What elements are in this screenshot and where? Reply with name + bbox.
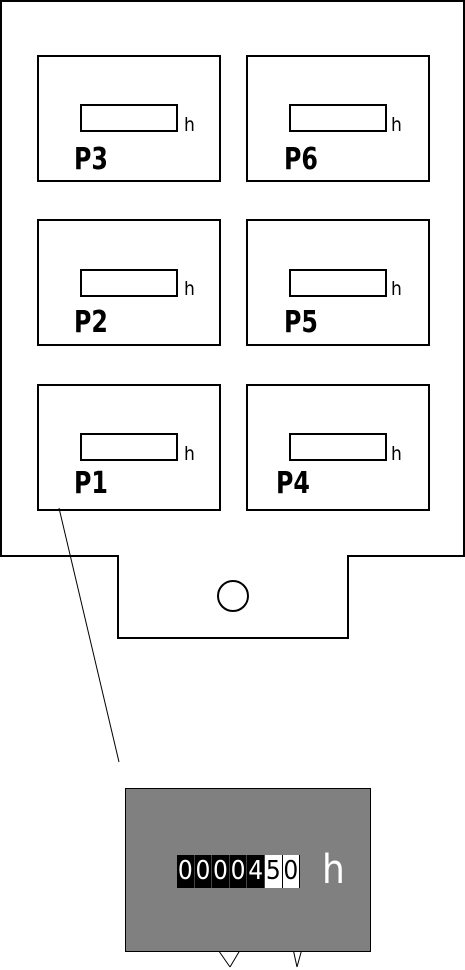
counter-digit-fraction: 5 bbox=[265, 855, 283, 888]
counter-digit-fraction: 0 bbox=[283, 855, 301, 888]
counter-digits: 0 0 0 0 4 5 0 bbox=[177, 855, 300, 888]
counter-digit: 0 bbox=[230, 855, 248, 888]
counter-digit: 0 bbox=[195, 855, 213, 888]
counter-digit: 4 bbox=[247, 855, 265, 888]
counter-unit-label: h bbox=[322, 850, 345, 890]
counter-digit: 0 bbox=[177, 855, 195, 888]
leader-line bbox=[59, 508, 119, 762]
counter-digit: 0 bbox=[212, 855, 230, 888]
